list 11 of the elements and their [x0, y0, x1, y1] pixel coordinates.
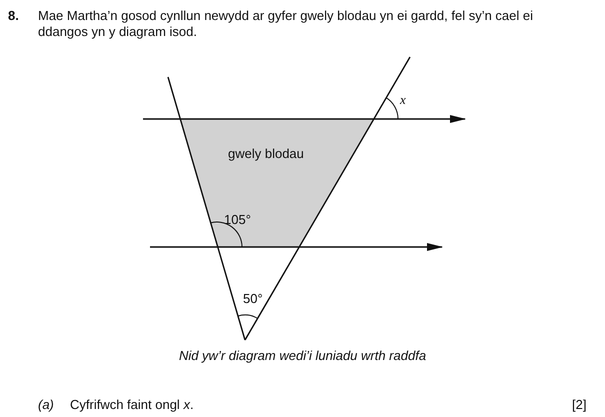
angle-label: 105° — [224, 212, 251, 228]
question-number: 8. — [8, 8, 19, 24]
region-label: gwely blodau — [228, 146, 304, 162]
question-text: Mae Martha’n gosod cynllun newydd ar gyfer gwely blodau yn ei gardd, fel sy’n cael ei ddangos yn y diagram isod. — [38, 8, 534, 40]
caption: Nid yw’r diagram wedi’i luniadu wrth raddfa — [178, 348, 426, 363]
question-text: Cyfrifwch faint ongl x. — [70, 397, 194, 413]
part-label: (a) — [38, 397, 54, 413]
angle-label: 50° — [243, 291, 263, 307]
angle-label: x — [400, 92, 406, 108]
shaded-region — [180, 119, 374, 247]
marks-label: [2] — [572, 397, 586, 413]
